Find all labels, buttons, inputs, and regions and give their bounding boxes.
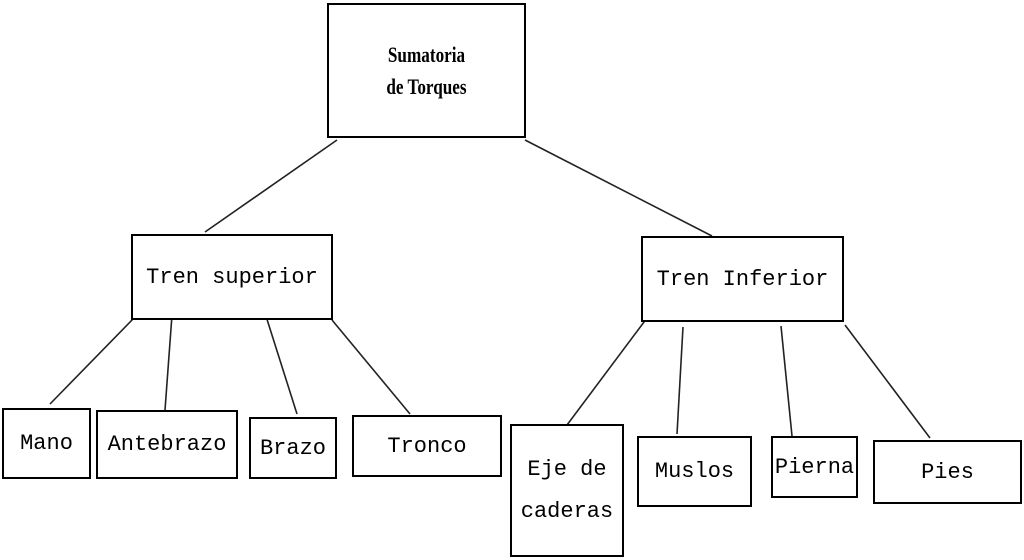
node-tren-superior: Tren superior — [131, 234, 333, 320]
eje-line1: Eje de — [527, 456, 607, 482]
node-antebrazo: Antebrazo — [96, 410, 238, 479]
node-mano: Mano — [2, 408, 91, 479]
connector-lower-muslos — [676, 326, 684, 435]
eje-line2: caderas — [520, 498, 614, 524]
node-muslos: Muslos — [637, 436, 752, 507]
connector-upper-tronco — [331, 319, 411, 415]
connector-lower-pierna — [780, 325, 793, 437]
connector-upper-antebrazo — [164, 314, 173, 411]
connector-root-lower — [524, 139, 713, 237]
node-tren-inferior: Tren Inferior — [641, 236, 844, 322]
node-eje-de-caderas: Eje de caderas — [510, 424, 624, 557]
connector-lower-eje — [566, 317, 648, 426]
connector-upper-mano — [49, 318, 134, 405]
node-pies: Pies — [873, 440, 1022, 504]
connector-root-upper — [204, 139, 338, 233]
node-sumatoria-de-torques: Sumatoria de Torques — [327, 3, 526, 138]
node-pierna: Pierna — [771, 436, 858, 498]
node-tronco: Tronco — [352, 415, 502, 477]
root-line2: de Torques — [386, 73, 467, 99]
connector-lower-pies — [844, 324, 931, 439]
connector-upper-brazo — [264, 312, 298, 415]
root-line1: Sumatoria — [387, 41, 466, 67]
node-brazo: Brazo — [249, 417, 337, 479]
